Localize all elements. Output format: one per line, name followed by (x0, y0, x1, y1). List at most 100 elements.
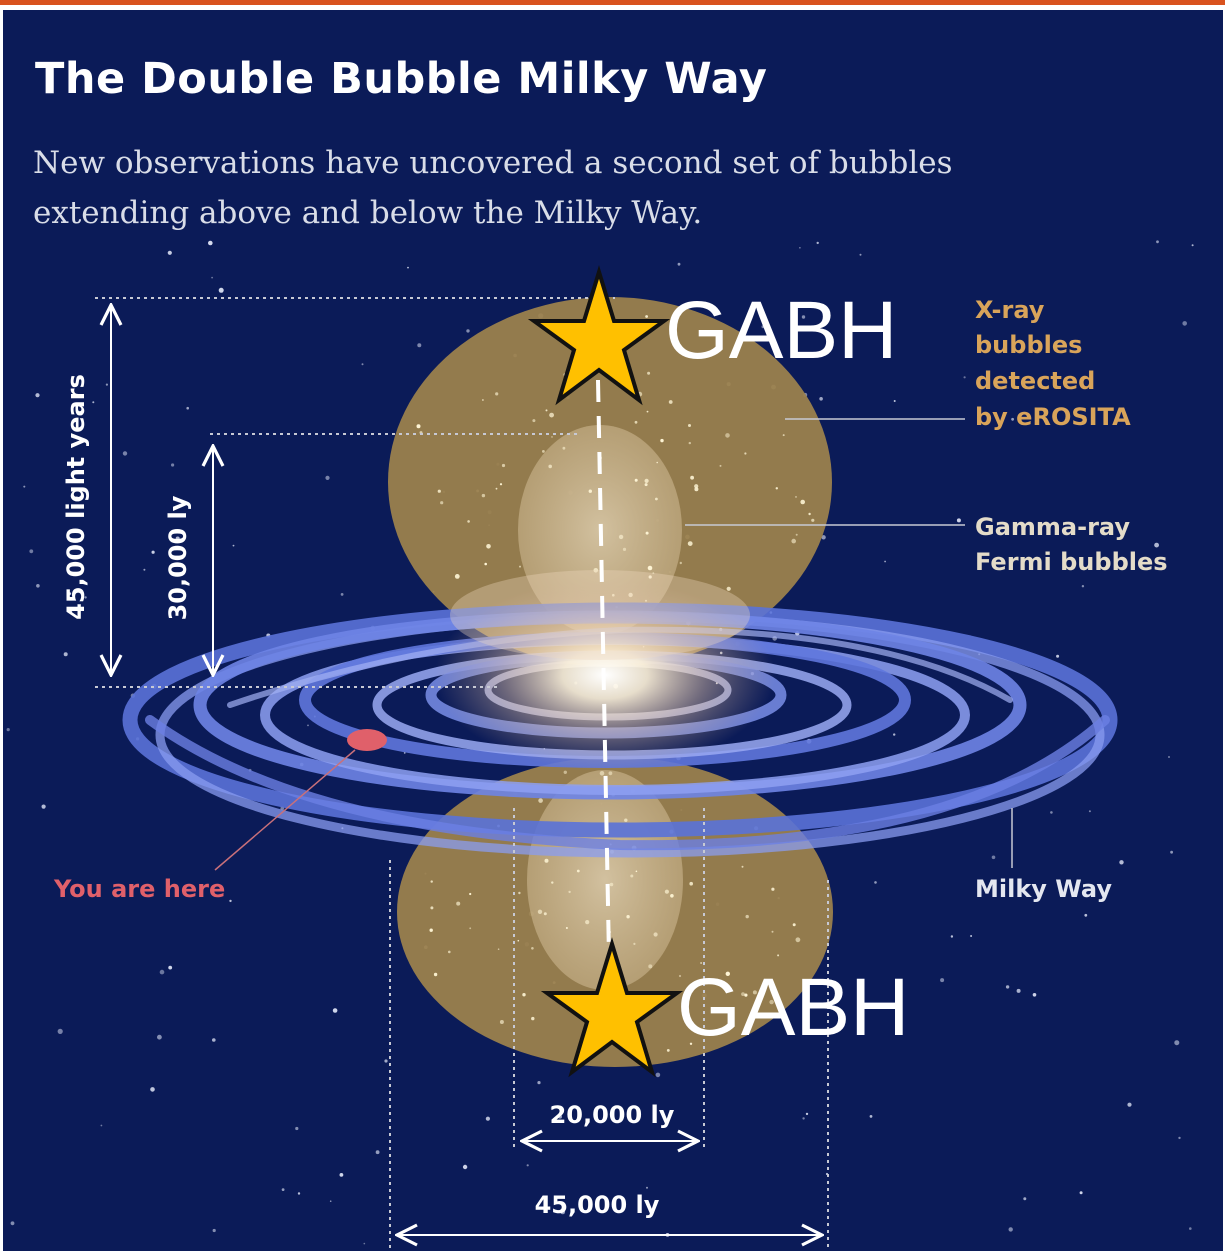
background-star (36, 584, 40, 588)
background-star (1127, 1102, 1132, 1107)
background-star (403, 752, 406, 754)
bubble-sparkle (456, 901, 461, 906)
svg-text:Gamma-ray: Gamma-ray (975, 513, 1130, 541)
background-star (84, 596, 87, 599)
bubble-sparkle (542, 450, 545, 453)
gabh-star-bottom-icon (540, 937, 684, 1078)
background-star (646, 1186, 648, 1189)
background-star (756, 338, 759, 341)
bubble-sparkle (792, 923, 796, 927)
bubble-sparkle (648, 964, 653, 969)
background-star (151, 550, 155, 554)
background-star (232, 544, 235, 547)
bubble-sparkle (531, 947, 534, 950)
background-star (970, 935, 973, 937)
bubble-sparkle (690, 475, 694, 480)
bubble-sparkle (771, 930, 774, 933)
background-star (375, 1150, 380, 1155)
background-star (211, 276, 214, 279)
bubble-sparkle (482, 399, 484, 401)
bubble-sparkle (454, 574, 460, 579)
background-star (100, 1124, 103, 1127)
bubble-sparkle (537, 909, 543, 914)
bubble-sparkle (647, 565, 653, 571)
bubble-sparkle (660, 438, 664, 443)
bubble-sparkle (645, 531, 649, 535)
you-are-here-label: You are here (53, 875, 225, 903)
background-star (802, 1117, 805, 1120)
background-star (63, 652, 68, 657)
bubble-sparkle (655, 497, 658, 501)
background-star (208, 240, 213, 246)
background-star (462, 1164, 468, 1170)
background-star (186, 406, 189, 410)
background-star (874, 881, 877, 884)
bubble-sparkle (486, 544, 491, 549)
background-star (75, 496, 79, 500)
bubble-sparkle (549, 412, 554, 418)
bubble-sparkle (576, 869, 580, 873)
bubble-sparkle (694, 484, 699, 489)
bubble-sparkle (518, 891, 521, 895)
bubble-sparkle (791, 538, 796, 544)
bubble-sparkle (745, 914, 749, 919)
background-star (1005, 985, 1010, 989)
bubble-sparkle (645, 315, 648, 318)
background-star (35, 393, 40, 398)
background-star (325, 475, 330, 480)
bubble-sparkle (664, 889, 670, 894)
background-star (384, 1059, 388, 1063)
background-star (175, 536, 180, 541)
bubble-sparkle (548, 464, 552, 469)
background-star (1170, 850, 1173, 854)
gabh-bottom-label: GABH (677, 962, 909, 1053)
background-star (167, 250, 172, 255)
background-star (1182, 321, 1187, 326)
background-star (799, 247, 801, 249)
bubble-sparkle (630, 874, 634, 878)
xray-height-label: 45,000 light years (62, 374, 90, 620)
background-star (57, 1028, 63, 1034)
background-star (1178, 1136, 1181, 1140)
background-star (558, 1114, 562, 1119)
bubble-sparkle (694, 487, 699, 492)
bubble-sparkle (752, 990, 757, 995)
background-star (991, 855, 996, 860)
bubble-sparkle (626, 915, 630, 919)
bubble-sparkle (624, 818, 628, 822)
background-star (41, 804, 46, 809)
bubble-sparkle (522, 993, 526, 997)
background-star (893, 733, 896, 736)
background-star (1119, 860, 1124, 865)
bubble-sparkle (433, 972, 438, 977)
background-star (105, 383, 108, 386)
background-star (307, 724, 309, 727)
background-star (10, 1221, 15, 1226)
bubble-sparkle (531, 1016, 535, 1021)
bubble-sparkle (588, 489, 592, 493)
bubble-sparkle (795, 496, 797, 498)
bubble-sparkle (644, 483, 648, 487)
milky-way-label: Milky Way (975, 875, 1112, 903)
background-star (417, 343, 422, 348)
bubble-sparkle (519, 565, 521, 568)
background-star (1011, 417, 1014, 421)
bubble-sparkle (429, 928, 433, 932)
bubble-sparkle (481, 493, 486, 498)
background-star (1162, 565, 1166, 569)
background-star (1008, 1227, 1013, 1232)
bubble-sparkle (668, 400, 673, 404)
bubble-sparkle (551, 436, 553, 438)
bubble-sparkle (437, 489, 441, 493)
background-star (281, 1188, 285, 1191)
bubble-sparkle (652, 572, 655, 574)
background-star (1168, 756, 1170, 758)
bubble-sparkle (741, 865, 744, 868)
bubble-sparkle (777, 954, 780, 957)
bubble-sparkle (678, 974, 682, 978)
you-are-here-dot (347, 729, 387, 751)
background-star (801, 315, 806, 319)
background-star (218, 287, 224, 293)
core-outflow (450, 570, 750, 660)
bubble-sparkle (775, 487, 778, 490)
